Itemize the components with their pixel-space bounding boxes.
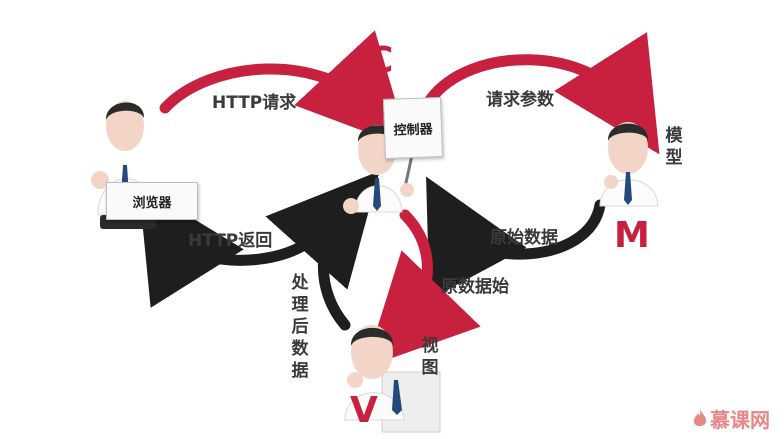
arrow-request-params	[424, 32, 660, 155]
logo-text: 慕课网	[710, 408, 770, 432]
arrow-http-request	[159, 30, 410, 149]
view-person-figure	[344, 325, 441, 433]
request-params-label: 请求参数	[486, 90, 554, 110]
arrow-raw-data-return	[425, 176, 606, 300]
http-request-label: HTTP请求	[212, 93, 297, 113]
processed-data-label: 处理后数据	[291, 273, 309, 381]
arrow-raw-data-to-view	[364, 209, 481, 368]
model-person-figure	[599, 122, 659, 207]
browser-sign: 浏览器	[106, 182, 198, 220]
raw-data-label: 原始数据	[490, 228, 558, 248]
raw-data-to-view-label: 原数据始	[441, 277, 509, 297]
logo: 慕课网	[693, 404, 770, 433]
model-letter: M	[614, 215, 650, 256]
http-return-label: HTTP返回	[188, 231, 273, 251]
arrow-processed-data	[265, 170, 380, 331]
flame-icon	[693, 408, 707, 426]
controller-person-figure	[343, 125, 414, 214]
model-side-label: 模型	[665, 126, 683, 168]
controller-sign: 控制器	[382, 97, 444, 159]
controller-letter: C	[367, 40, 394, 81]
view-side-label: 视图	[421, 336, 439, 378]
view-letter: V	[350, 390, 378, 431]
